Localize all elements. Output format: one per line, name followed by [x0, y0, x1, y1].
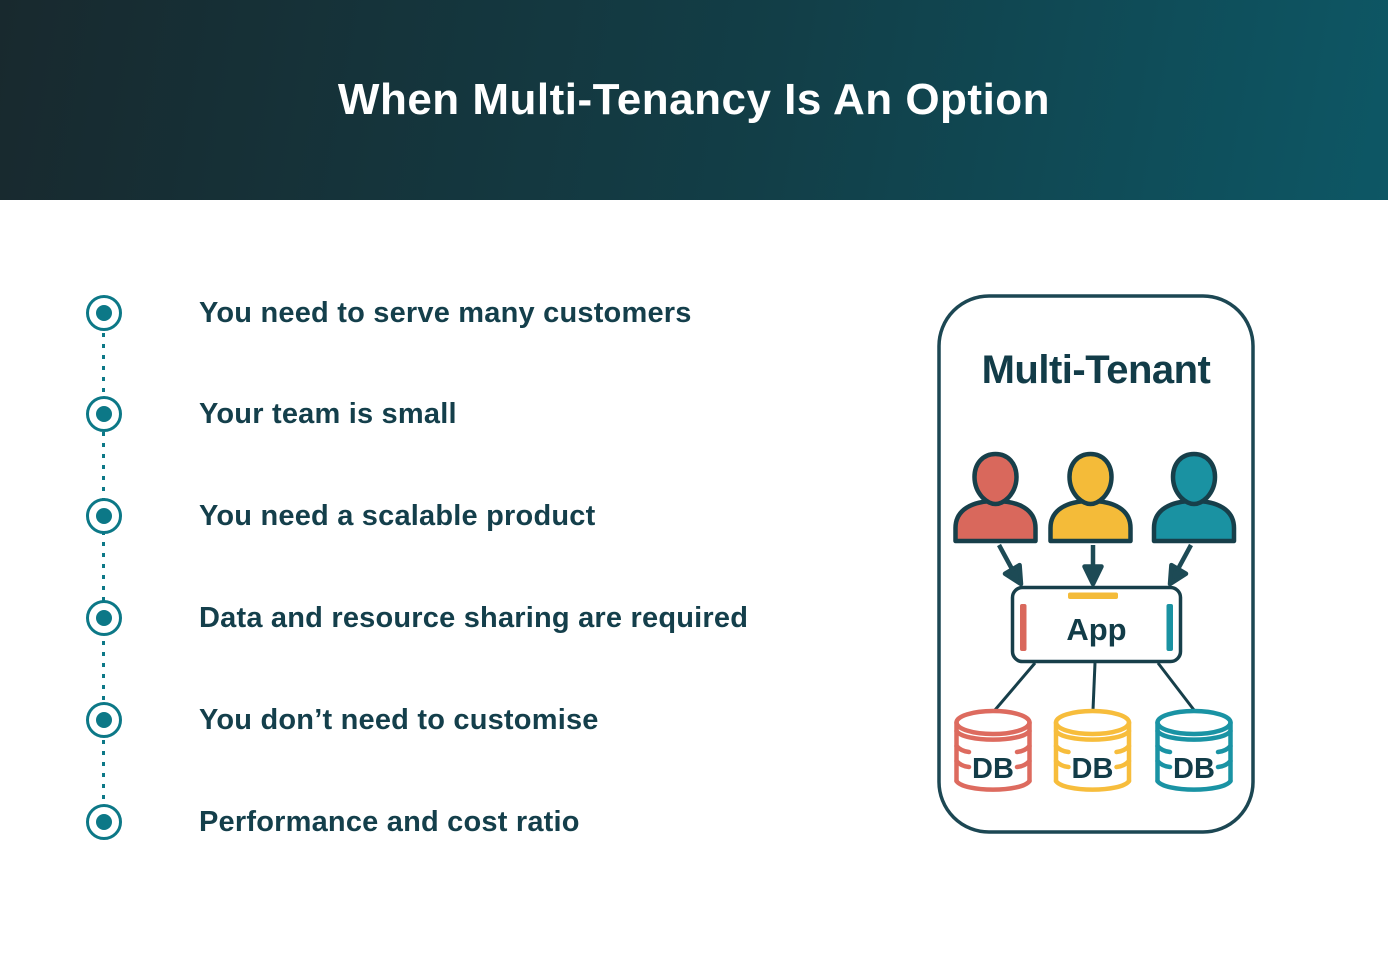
page-title: When Multi-Tenancy Is An Option — [337, 75, 1051, 124]
bullet-icon — [86, 702, 122, 738]
list-item-label: Data and resource sharing are required — [199, 601, 749, 634]
app-label: App — [1066, 612, 1126, 647]
arrow-down-icon — [997, 543, 1024, 587]
list-item: You need a scalable product — [86, 498, 595, 534]
diagram-title: Multi-Tenant — [982, 348, 1211, 392]
multi-tenant-diagram: Multi-Tenant — [937, 294, 1255, 834]
bullet-icon — [86, 498, 122, 534]
bullet-dot-icon — [96, 814, 112, 830]
app-db-connectors — [993, 662, 1196, 711]
bullet-icon — [86, 396, 122, 432]
arrow-down-icon — [1167, 543, 1193, 587]
database-icon-teal — [1155, 708, 1233, 792]
app-accent-left — [1020, 604, 1027, 651]
list-item-label: Performance and cost ratio — [199, 805, 580, 838]
bullet-dot-icon — [96, 406, 112, 422]
db-label-red: DB — [972, 753, 1014, 785]
list-item-label: You need to serve many customers — [199, 296, 692, 329]
list-item: You need to serve many customers — [86, 295, 692, 331]
person-icon-red — [953, 451, 1038, 544]
db-label-yellow: DB — [1072, 753, 1114, 785]
person-icon-yellow — [1048, 451, 1133, 544]
database-icon-red — [954, 708, 1032, 792]
arrow-down-icon — [1082, 545, 1104, 587]
list-item: Data and resource sharing are required — [86, 600, 748, 636]
bullet-icon — [86, 295, 122, 331]
person-icon-teal — [1151, 451, 1237, 544]
checklist-connector-line — [102, 333, 105, 803]
app-accent-top — [1068, 592, 1118, 599]
app-box: App — [1010, 585, 1183, 664]
list-item-label: You don’t need to customise — [199, 703, 599, 736]
app-accent-right — [1166, 604, 1173, 651]
database-icon-yellow — [1053, 708, 1132, 792]
db-label-teal: DB — [1173, 753, 1215, 785]
header-banner: When Multi-Tenancy Is An Option — [0, 0, 1388, 200]
bullet-dot-icon — [96, 712, 112, 728]
list-item: You don’t need to customise — [86, 702, 599, 738]
bullet-dot-icon — [96, 610, 112, 626]
bullet-dot-icon — [96, 305, 112, 321]
list-item-label: You need a scalable product — [199, 499, 596, 532]
bullet-icon — [86, 600, 122, 636]
card-outline — [937, 294, 1255, 834]
bullet-dot-icon — [96, 508, 112, 524]
bullet-icon — [86, 804, 122, 840]
list-item: Your team is small — [86, 396, 457, 432]
list-item: Performance and cost ratio — [86, 804, 580, 840]
list-item-label: Your team is small — [199, 397, 457, 430]
